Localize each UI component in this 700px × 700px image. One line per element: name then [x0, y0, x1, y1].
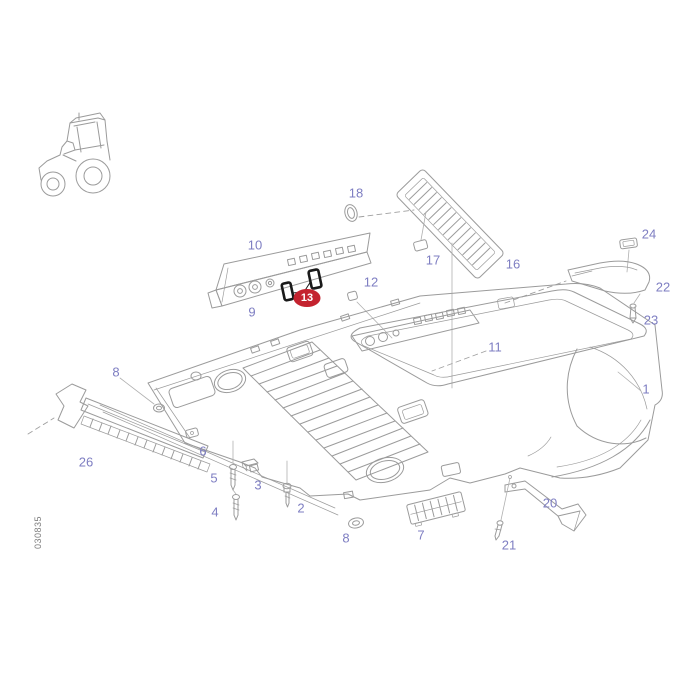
callout-22[interactable]: 22: [655, 279, 671, 295]
callout-8[interactable]: 8: [112, 364, 120, 380]
vent-plate-7: [406, 491, 466, 527]
screw-23: [629, 293, 641, 324]
ribbed-band: [242, 341, 429, 481]
drawing-code: 030835: [33, 515, 43, 549]
callout-2[interactable]: 2: [297, 500, 305, 516]
callout-5[interactable]: 5: [210, 470, 218, 486]
console-hump: [527, 346, 651, 478]
callout-9[interactable]: 9: [248, 304, 256, 320]
washer-8-upper: [119, 377, 165, 413]
frame-opening-11: [350, 289, 647, 387]
tractor-icon: [38, 112, 111, 197]
bracket-22: [504, 260, 651, 304]
callout-1[interactable]: 1: [642, 381, 650, 397]
screw-5: [229, 440, 237, 491]
callout-12[interactable]: 12: [363, 274, 379, 290]
callout-6[interactable]: 6: [199, 443, 207, 459]
opening-small-4: [440, 462, 461, 477]
speaker-hole-right: [365, 456, 405, 484]
clip-6: [185, 427, 199, 439]
callout-26[interactable]: 26: [78, 454, 94, 470]
callout-13-highlighted[interactable]: 13: [293, 289, 321, 307]
callout-8[interactable]: 8: [342, 530, 350, 546]
console-panel-9-10: [207, 232, 372, 309]
callout-24[interactable]: 24: [641, 226, 657, 242]
screw-4: [232, 489, 240, 521]
callout-3[interactable]: 3: [254, 477, 262, 493]
opening-small-1: [286, 340, 314, 363]
callout-23[interactable]: 23: [643, 312, 659, 328]
callout-17[interactable]: 17: [425, 252, 441, 268]
callout-10[interactable]: 10: [247, 237, 263, 253]
callout-4[interactable]: 4: [211, 504, 219, 520]
callout-20[interactable]: 20: [542, 495, 558, 511]
callout-16[interactable]: 16: [505, 256, 521, 272]
callout-21[interactable]: 21: [501, 537, 517, 553]
inner-console-strip: [351, 306, 480, 352]
leader-part-1: [617, 371, 642, 392]
callout-18[interactable]: 18: [348, 185, 364, 201]
callout-7[interactable]: 7: [417, 527, 425, 543]
opening-small-2: [397, 399, 429, 424]
latch-detail: [168, 375, 216, 409]
clip-12: [347, 290, 393, 339]
clip-3: [241, 458, 259, 472]
grommet-18: [344, 204, 415, 222]
plug-24: [619, 237, 638, 273]
support-bracket-20: [504, 480, 587, 532]
clip-17: [413, 211, 429, 252]
floor-panel-1: [99, 283, 663, 516]
opening-small-5: [497, 296, 515, 310]
side-rail-26: [27, 383, 211, 473]
speaker-hole-left: [213, 368, 247, 394]
callout-11[interactable]: 11: [488, 339, 502, 355]
opening-small-3: [323, 358, 349, 378]
screw-21: [494, 475, 512, 541]
grille-16: [396, 169, 504, 389]
bolt-2: [282, 460, 292, 508]
washer-8-lower: [348, 517, 364, 529]
